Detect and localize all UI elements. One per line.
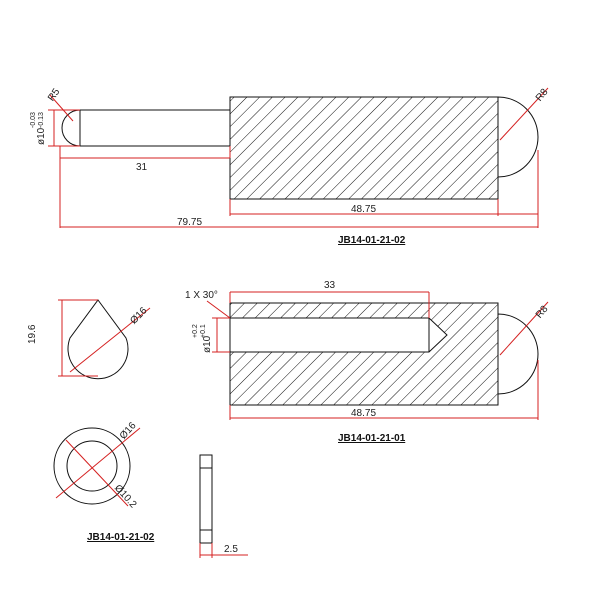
end-dia-leader bbox=[69, 307, 151, 373]
top-len-31: 31 bbox=[136, 162, 148, 173]
top-dia-label: ø10 bbox=[36, 127, 47, 145]
top-tol-upper: -0.03 bbox=[30, 112, 37, 128]
washer-drawing: Ø16 Ø10.2 JB14-01-21-02 2.5 bbox=[53, 420, 248, 558]
top-part-number: JB14-01-21-02 bbox=[338, 235, 406, 246]
middle-part-drawing: 1 X 30° 33 R8 ø10 +0.2 +0.1 48.75 JB14-0… bbox=[185, 280, 551, 444]
mid-end-dome bbox=[497, 313, 539, 395]
mid-tol-upper: +0.2 bbox=[192, 324, 199, 338]
top-r8-leader bbox=[499, 87, 549, 141]
mid-dia-label: ø10 bbox=[202, 335, 213, 353]
mid-depth-33: 33 bbox=[324, 280, 336, 291]
washer-side-view bbox=[199, 454, 213, 544]
top-r5-label: R5 bbox=[46, 86, 63, 103]
end-dia-label: Ø16 bbox=[128, 305, 149, 326]
top-end-dome bbox=[497, 96, 539, 178]
washer-inner-dia-line bbox=[65, 439, 129, 507]
mid-bore bbox=[229, 317, 448, 353]
washer-thickness-label: 2.5 bbox=[224, 544, 238, 555]
top-len-4875: 48.75 bbox=[351, 204, 376, 215]
washer-outer-dia-line bbox=[55, 427, 141, 499]
washer-outer-dia-label: Ø16 bbox=[118, 420, 139, 442]
top-len-7975: 79.75 bbox=[177, 217, 202, 228]
mid-tol-lower: +0.1 bbox=[200, 324, 207, 338]
washer-inner-dia-label: Ø10.2 bbox=[112, 483, 139, 511]
top-pin-shaft bbox=[79, 109, 231, 147]
mid-r8-label: R8 bbox=[534, 304, 551, 321]
top-part-drawing: R5 ø10 -0.03 -0.13 31 48.75 79.75 R8 JB1… bbox=[30, 86, 551, 246]
top-pin-tip-arc bbox=[61, 109, 81, 147]
mid-chamfer-leader bbox=[206, 300, 231, 319]
end-height-label: 19.6 bbox=[27, 324, 38, 344]
top-tol-lower: -0.13 bbox=[38, 112, 45, 128]
mid-chamfer-label: 1 X 30° bbox=[185, 290, 218, 301]
mid-len-4875: 48.75 bbox=[351, 408, 376, 419]
washer-part-number: JB14-01-21-02 bbox=[87, 532, 155, 543]
top-r5-leader bbox=[49, 94, 74, 122]
mid-part-number: JB14-01-21-01 bbox=[338, 433, 406, 444]
top-body-hatched bbox=[229, 96, 499, 200]
end-view-teardrop bbox=[67, 299, 129, 380]
end-view-drawing: 19.6 Ø16 bbox=[27, 299, 151, 380]
mid-r8-leader bbox=[499, 301, 549, 356]
